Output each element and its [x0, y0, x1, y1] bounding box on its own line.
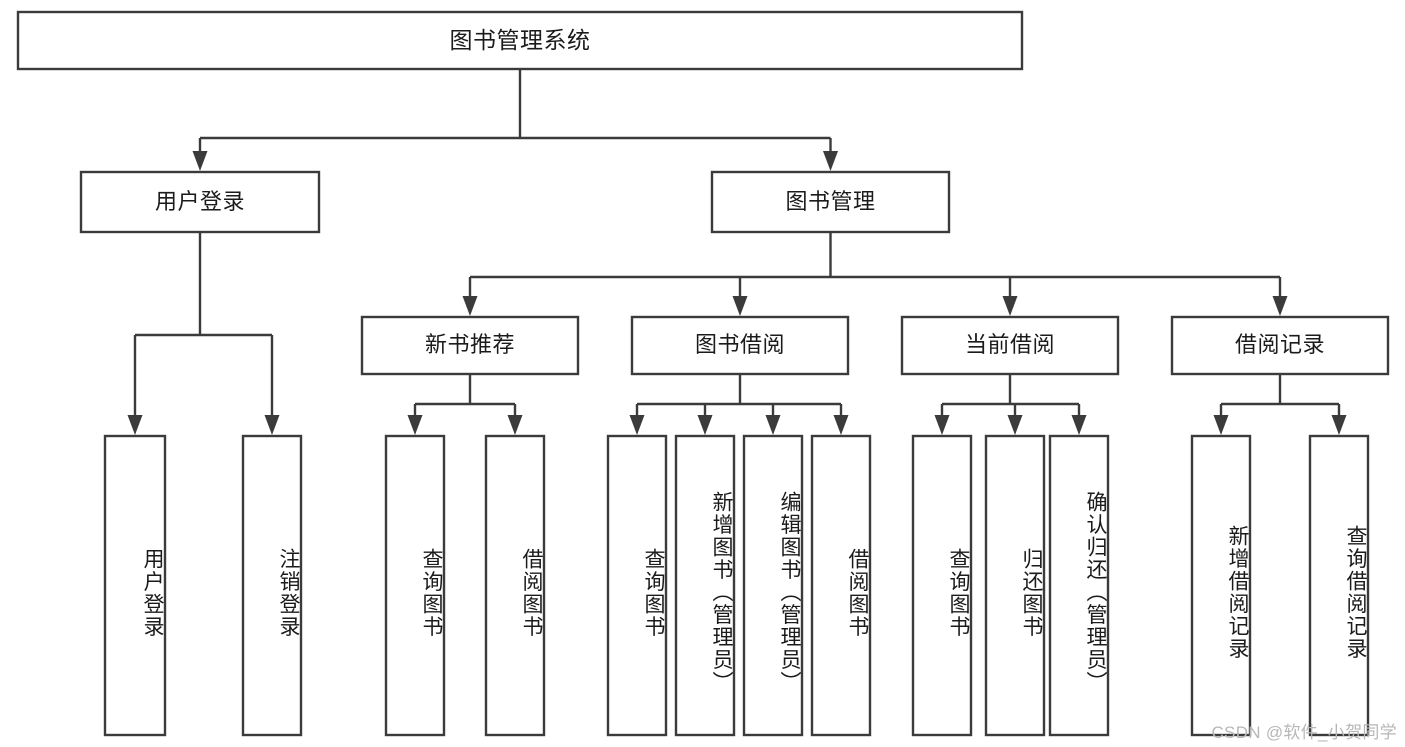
node-box-book-manage[interactable]	[710, 170, 951, 234]
arrow-head-icon	[1272, 296, 1288, 316]
node-box-leaf-query-borrow-record[interactable]	[1308, 434, 1370, 737]
node-box-user-login[interactable]	[79, 170, 321, 234]
arrow-head-icon	[407, 415, 423, 435]
node-box-leaf-confirm-return-admin[interactable]	[1048, 434, 1110, 737]
arrow-head-icon	[765, 415, 781, 435]
arrow-head-icon	[833, 415, 849, 435]
node-box-current-borrow[interactable]	[900, 315, 1120, 376]
node-box-leaf-query-book-3[interactable]	[911, 434, 973, 737]
node-box-leaf-query-book-2[interactable]	[606, 434, 668, 737]
arrow-head-icon	[1071, 415, 1087, 435]
arrow-head-icon	[1002, 296, 1018, 316]
arrow-head-icon	[823, 151, 838, 171]
node-box-leaf-add-borrow-record[interactable]	[1190, 434, 1252, 737]
node-box-leaf-borrow-book-2[interactable]	[810, 434, 872, 737]
node-box-leaf-logout[interactable]	[241, 434, 303, 737]
arrow-head-icon	[629, 415, 645, 435]
node-box-root[interactable]	[16, 10, 1024, 71]
node-box-leaf-add-book-admin[interactable]	[674, 434, 736, 737]
node-box-borrow-record[interactable]	[1170, 315, 1390, 376]
node-box-new-book-recommend[interactable]	[360, 315, 580, 376]
arrow-head-icon	[127, 415, 143, 435]
arrow-head-icon	[1213, 415, 1229, 435]
node-box-leaf-return-book[interactable]	[984, 434, 1046, 737]
arrow-head-icon	[697, 415, 713, 435]
node-box-leaf-user-login[interactable]	[103, 434, 167, 737]
arrow-head-icon	[934, 415, 950, 435]
node-box-leaf-edit-book-admin[interactable]	[742, 434, 804, 737]
arrow-head-icon	[507, 415, 523, 435]
arrow-head-icon	[732, 296, 748, 316]
node-box-book-borrow[interactable]	[630, 315, 850, 376]
node-box-leaf-borrow-book-1[interactable]	[484, 434, 546, 737]
arrow-head-icon	[1007, 415, 1023, 435]
arrow-head-icon	[264, 415, 280, 435]
node-box-leaf-query-book-1[interactable]	[384, 434, 446, 737]
arrow-head-icon	[1331, 415, 1347, 435]
arrow-head-icon	[462, 296, 478, 316]
arrow-head-icon	[192, 151, 208, 171]
